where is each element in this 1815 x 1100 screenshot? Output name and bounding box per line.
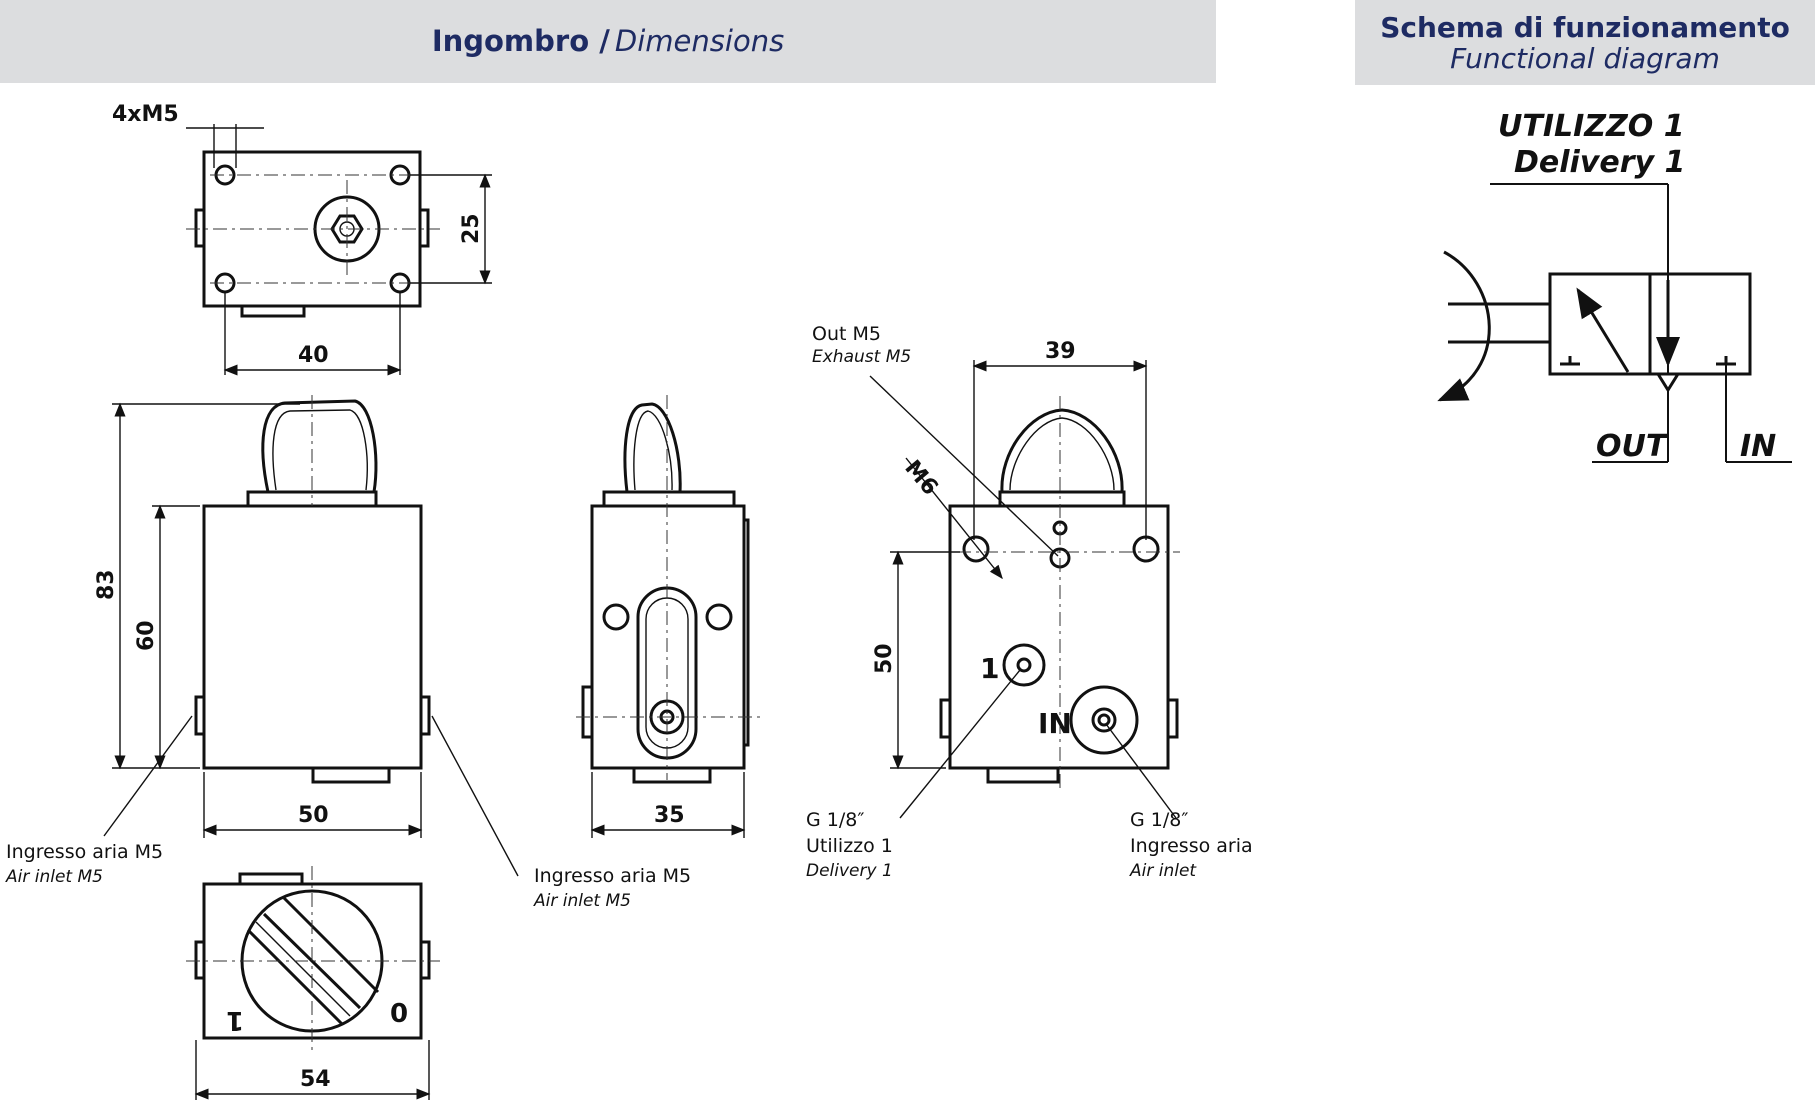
height-total-dim: 83 [94,569,119,600]
inlet-right-en-label: Air inlet M5 [533,891,631,911]
dimensions-title: Ingombro / [431,24,610,58]
bottom-view: 1 0 54 [186,866,440,1100]
schema-delivery-label: Delivery 1 [1514,145,1685,180]
thread-4x-label: 4xM5 [112,102,179,127]
bottom-width-dim: 54 [300,1067,331,1092]
front-view: 83 60 50 [94,395,519,877]
side-view: 35 [576,395,760,838]
m6-label: M6 [899,456,942,501]
functional-diagram: UTILIZZO 1 Delivery 1 OUT IN [1437,109,1792,464]
knob-position-0: 0 [390,999,408,1029]
knob-position-1: 1 [226,1005,244,1035]
schema-out-label: OUT [1596,429,1669,464]
out-m5-label: Out M5 [812,323,881,345]
functional-subtitle: Functional diagram [1450,42,1720,75]
inlet-left-label: Ingresso aria M5 [6,841,163,863]
delivery-1-label: Delivery 1 [806,861,893,881]
dimensions-header: Ingombro / Dimensions [0,0,1216,83]
front-width-dim: 50 [298,803,329,828]
inlet-right-label: Ingresso aria M5 [534,865,691,887]
air-inlet-label: Air inlet [1129,861,1197,881]
back-height-dim: 50 [872,643,897,674]
back-view: 1 IN 39 50 M6 Out M5 Exhaust M5 [812,323,1180,819]
port-1-label: 1 [980,652,999,685]
top-width-dim: 40 [298,343,329,368]
inlet-left-en-label: Air inlet M5 [5,867,103,887]
functional-title: Schema di funzionamento [1380,11,1790,44]
inlet-thread-label: G 1/8″ [1130,809,1188,831]
functional-header: Schema di funzionamento Functional diagr… [1355,0,1815,85]
delivery-thread-label: G 1/8″ [806,809,864,831]
back-width-dim: 39 [1045,339,1076,364]
exhaust-m5-label: Exhaust M5 [812,347,911,367]
utilizzo-1-label: Utilizzo 1 [806,835,893,857]
port-in-label: IN [1038,707,1072,740]
height-body-dim: 60 [134,620,159,651]
top-height-dim: 25 [459,213,484,244]
dimensions-subtitle: Dimensions [614,24,785,58]
schema-utilizzo-label: UTILIZZO 1 [1498,109,1685,144]
top-view: 4xM5 25 40 [112,102,492,376]
schema-in-label: IN [1740,429,1776,464]
side-width-dim: 35 [654,803,685,828]
ingresso-aria-label: Ingresso aria [1130,835,1253,857]
